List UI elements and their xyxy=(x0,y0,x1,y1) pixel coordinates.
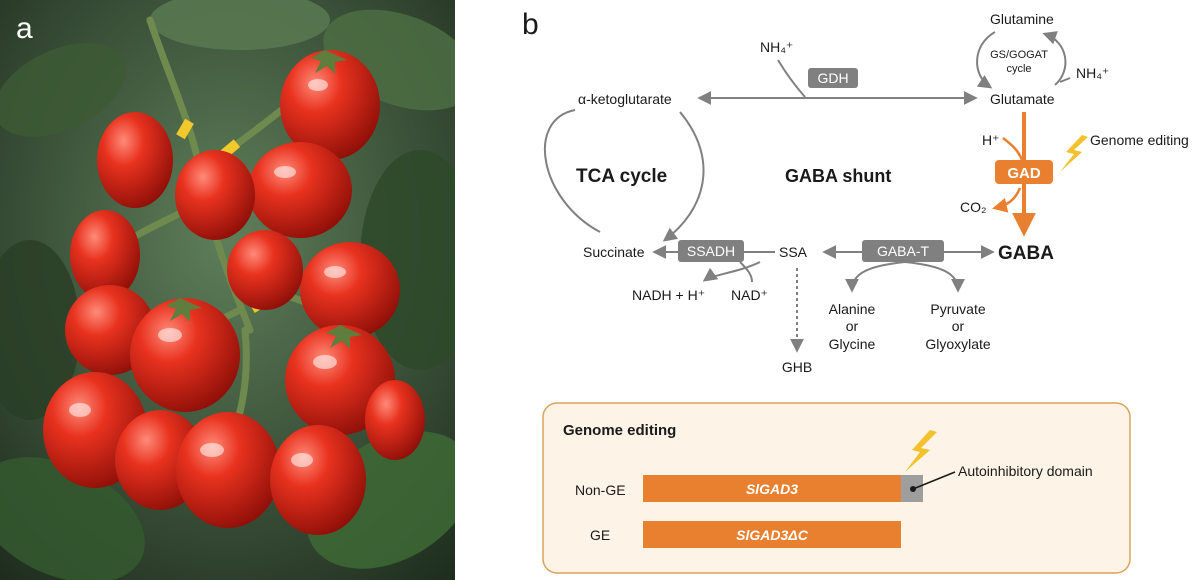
ghb-label: GHB xyxy=(782,359,812,375)
gs-gogat-right-arc xyxy=(1042,31,1067,86)
co2-arrow xyxy=(992,187,1022,213)
nad-curve xyxy=(739,261,753,283)
gs-gogat-left-arc xyxy=(976,31,996,89)
akg-label: α-ketoglutarate xyxy=(578,91,672,107)
h-plus-curve xyxy=(1002,137,1024,161)
tca-cycle-arc-left xyxy=(543,109,601,233)
gaba-pathway-diagram: NH₄⁺ GDH Glutamine GS/GOGAT cycle NH₄⁺ G… xyxy=(455,0,1200,580)
non-ge-label: Non-GE xyxy=(575,482,626,498)
nh4-right-line xyxy=(1059,77,1071,83)
or-label-1: or xyxy=(846,318,859,334)
tomato-photo xyxy=(0,0,455,580)
slgad3-label: SlGAD3 xyxy=(746,481,798,497)
tca-cycle-arc-right xyxy=(662,111,705,242)
lightning-icon-box xyxy=(905,430,937,472)
glutamate-label: Glutamate xyxy=(990,91,1055,107)
gaba-shunt-label: GABA shunt xyxy=(785,166,891,186)
nh4-top-label: NH₄⁺ xyxy=(760,39,793,55)
ssadh-box xyxy=(678,240,744,262)
panel-label-a: a xyxy=(16,12,33,45)
nad-label: NAD⁺ xyxy=(731,287,768,303)
slgad3-delta-c-bar xyxy=(643,521,901,548)
gs-gogat-label: GS/GOGAT xyxy=(990,49,1048,61)
ge-label: GE xyxy=(590,527,610,543)
genome-editing-box-title: Genome editing xyxy=(563,422,676,439)
gdh-box xyxy=(808,68,858,88)
genome-editing-label: Genome editing xyxy=(1090,132,1189,148)
gad-box xyxy=(995,160,1053,184)
h-plus-label: H⁺ xyxy=(982,132,1000,148)
nh4-gdh-curve xyxy=(777,59,806,98)
ssadh-label: SSADH xyxy=(687,243,735,259)
nadh-arrow xyxy=(702,261,761,282)
ssa-label: SSA xyxy=(779,244,808,260)
lightning-icon xyxy=(1060,135,1088,172)
glyoxylate-label: Glyoxylate xyxy=(925,336,991,352)
co2-label: CO₂ xyxy=(960,199,986,215)
autoinhibitory-label: Autoinhibitory domain xyxy=(958,463,1093,479)
nh4-right-label: NH₄⁺ xyxy=(1076,65,1109,81)
slgad3-bar xyxy=(643,475,901,502)
gdh-label: GDH xyxy=(817,70,848,86)
gs-cycle-label: cycle xyxy=(1006,63,1031,75)
alanine-label: Alanine xyxy=(829,301,876,317)
glutamine-label: Glutamine xyxy=(990,11,1054,27)
gaba-t-box xyxy=(862,240,944,262)
succinate-label: Succinate xyxy=(583,244,645,260)
slgad3-delta-c-label: SlGAD3ΔC xyxy=(736,527,809,543)
panel-label-b: b xyxy=(522,8,539,41)
nadh-label: NADH + H⁺ xyxy=(632,287,705,303)
gaba-t-label: GABA-T xyxy=(877,243,930,259)
autoinhibitory-pointer-line xyxy=(912,471,956,490)
gaba-label: GABA xyxy=(998,243,1054,264)
alanine-arrow xyxy=(845,261,906,293)
pyruvate-arrow xyxy=(904,261,965,293)
tca-cycle-label: TCA cycle xyxy=(576,166,667,187)
glycine-label: Glycine xyxy=(829,336,876,352)
pyruvate-label: Pyruvate xyxy=(930,301,985,317)
gad-label: GAD xyxy=(1007,165,1041,182)
or-label-2: or xyxy=(952,318,965,334)
